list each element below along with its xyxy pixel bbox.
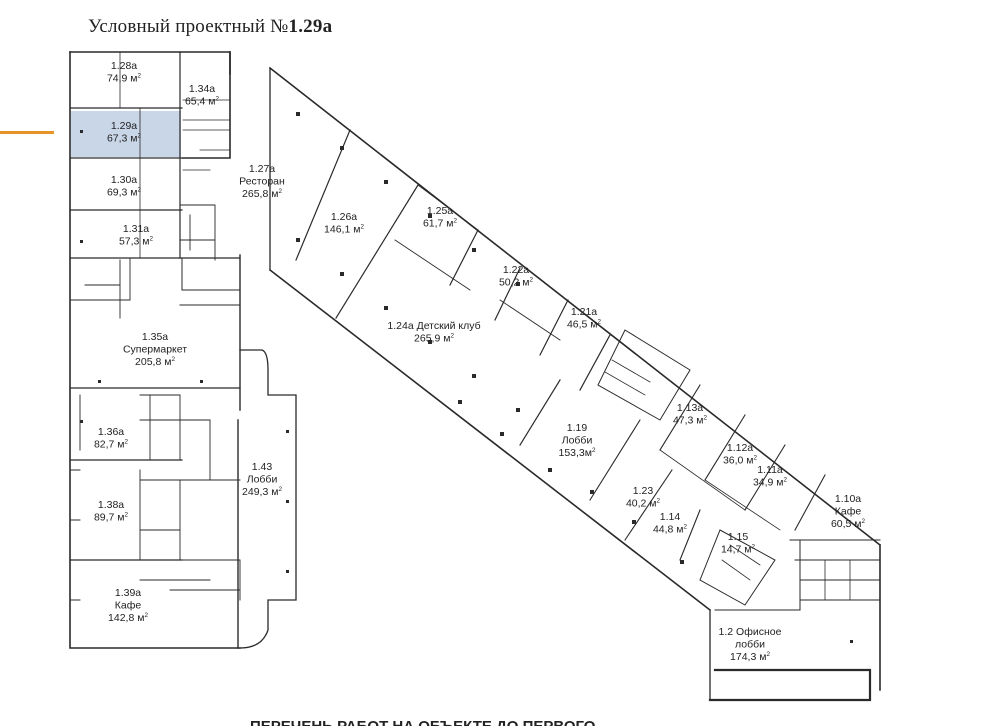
unit-label-1-23-id: 1.23 [633,485,654,497]
unit-label-1-21а-area: 46,5 м2 [567,319,602,331]
unit-label-1-14-id: 1.14 [660,511,681,523]
unit-label-1-12а-id: 1.12а [727,442,753,454]
unit-label-1-25а-area: 61,7 м2 [423,218,458,230]
unit-label-1-36а-area: 82,7 м2 [94,439,129,451]
unit-label-1-24а-id: 1.24а Детский клуб [387,320,480,332]
unit-label-1-13а-area: 47,3 м2 [673,415,708,427]
unit-label-1-43-name: Лобби [247,474,278,486]
unit-label-1-23-area: 40,2 м2 [626,498,661,510]
unit-label-1-26а-area: 146,1 м2 [324,224,364,236]
unit-label-1-10а-area: 60,5 м2 [831,518,866,530]
unit-label-1-38а-id: 1.38а [98,499,124,511]
unit-label-1-24а-area: 265,9 м2 [414,333,454,345]
unit-label-1-27а-name: Ресторан [239,176,285,188]
unit-label-1-15-id: 1.15 [728,531,749,543]
unit-label-1-34а-area: 65,4 м2 [185,96,220,108]
unit-label-1-38а-area: 89,7 м2 [94,512,129,524]
unit-label-1-13а-id: 1.13а [677,402,703,414]
unit-label-1-39а-name: Кафе [115,600,142,612]
unit-label-1-11а-id: 1.11а [757,464,783,476]
page-title: Условный проектный №1.29а [88,16,333,37]
unit-label-1-2-name: лобби [735,639,765,651]
unit-label-1-30а-area: 69,3 м2 [107,187,142,199]
selection-marker [0,131,54,134]
unit-label-1-29а-area: 67,3 м2 [107,133,142,145]
unit-label-1-19-name: Лобби [562,435,593,447]
unit-label-1-35а-name: Супермаркет [123,344,187,356]
unit-label-1-2-area: 174,3 м2 [730,651,770,663]
unit-label-1-12а-area: 36,0 м2 [723,455,758,467]
unit-label-1-34а-id: 1.34а [189,83,215,95]
unit-label-1-31а-area: 57,3 м2 [119,236,154,248]
unit-label-1-21а-id: 1.21а [571,306,597,318]
unit-label-1-15-area: 14,7 м2 [721,544,756,556]
unit-label-1-28а-id: 1.28а [111,60,137,72]
unit-label-1-35а-id: 1.35а [142,331,168,343]
unit-label-1-22а-id: 1.22а [503,264,529,276]
unit-label-1-19-id: 1.19 [567,422,588,434]
unit-label-1-19-area: 153,3м2 [558,447,596,459]
unit-label-1-22а-area: 50,2 м2 [499,277,534,289]
unit-label-1-26а-id: 1.26а [331,211,357,223]
unit-label-1-11а-area: 34,9 м2 [753,477,788,489]
unit-label-1-10а-id: 1.10а [835,493,861,505]
unit-label-1-10а-name: Кафе [835,506,862,518]
footer-cut-text: ПЕРЕЧЕНЬ РАБОТ НА ОБЪЕКТЕ ДО ПЕРВОГО [250,714,710,726]
unit-label-1-27а-area: 265,8 м2 [242,188,282,200]
unit-label-1-31а-id: 1.31а [123,223,149,235]
highlighted-unit-1-29a[interactable] [71,111,181,157]
unit-label-1-36а-id: 1.36а [98,426,124,438]
unit-label-1-28а-area: 74,9 м2 [107,73,142,85]
unit-label-1-39а-id: 1.39а [115,587,141,599]
unit-label-1-2-id: 1.2 Офисное [719,626,782,638]
unit-label-1-43-id: 1.43 [252,461,273,473]
unit-label-1-30а-id: 1.30а [111,174,137,186]
unit-label-1-29а-id: 1.29а [111,120,137,132]
unit-label-1-43-area: 249,3 м2 [242,486,282,498]
unit-label-1-39а-area: 142,8 м2 [108,612,148,624]
unit-label-1-14-area: 44,8 м2 [653,524,688,536]
unit-label-1-27а-id: 1.27а [249,163,275,175]
unit-label-1-35а-area: 205,8 м2 [135,356,175,368]
unit-label-1-25а-id: 1.25а [427,205,453,217]
